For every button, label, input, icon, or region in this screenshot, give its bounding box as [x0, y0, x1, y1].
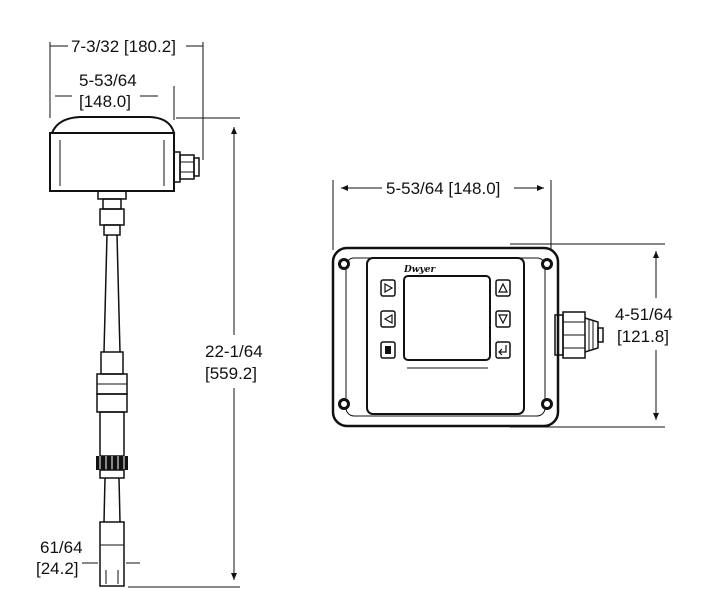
front-height-fraction: 4-51/64 [615, 305, 673, 324]
front-width-label: 5-53/64 [148.0] [386, 179, 500, 198]
front-height-mm: [121.8] [617, 327, 669, 346]
overall-length-dimension: 22-1/64 [559.2] [128, 117, 263, 588]
overall-width-dimension: 7-3/32 [180.2] [49, 37, 204, 160]
overall-width-label: 7-3/32 [180.2] [71, 37, 176, 56]
probe-tip-fraction: 61/64 [40, 538, 83, 557]
overall-length-mm: [559.2] [205, 364, 257, 383]
side-view: 7-3/32 [180.2] 5-53/64 [148.0] [36, 37, 263, 588]
brand-logo: Dwyer [403, 265, 437, 275]
display-window [403, 275, 491, 361]
menu-key[interactable] [380, 341, 396, 359]
cable-gland [554, 311, 604, 359]
overall-length-fraction: 22-1/64 [205, 342, 263, 361]
housing-width-dimension: 5-53/64 [148.0] [55, 71, 175, 120]
enter-key[interactable] [495, 341, 511, 359]
left-arrow-key[interactable] [380, 310, 396, 328]
probe-tip-mm: [24.2] [36, 559, 79, 578]
housing-width-fraction: 5-53/64 [79, 71, 137, 90]
corner-screw [338, 398, 350, 410]
side-housing [49, 116, 200, 192]
down-arrow-key[interactable] [495, 310, 511, 328]
right-arrow-key[interactable] [380, 279, 396, 297]
corner-screw [338, 258, 350, 270]
front-view: 5-53/64 [148.0] Dwyer [331, 179, 673, 428]
front-width-dimension: 5-53/64 [148.0] [332, 179, 552, 250]
housing-width-mm: [148.0] [79, 92, 131, 111]
front-height-dimension: 4-51/64 [121.8] [510, 243, 673, 428]
front-housing: Dwyer [331, 246, 560, 428]
probe-stem [96, 190, 128, 587]
corner-screw [541, 398, 553, 410]
probe-tip-dimension: 61/64 [24.2] [36, 538, 140, 578]
up-arrow-key[interactable] [495, 279, 511, 297]
corner-screw [541, 258, 553, 270]
